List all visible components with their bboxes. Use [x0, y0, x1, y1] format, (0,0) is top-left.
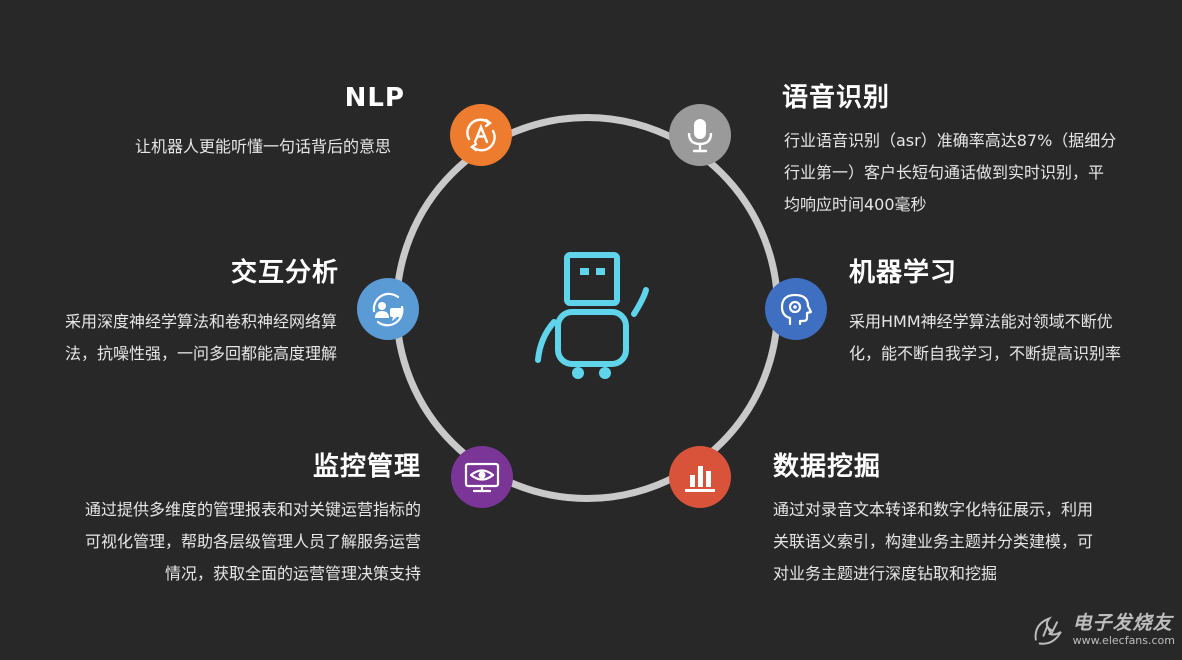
- watermark-url: www.elecfans.com: [1072, 634, 1175, 647]
- mining-node[interactable]: [669, 446, 731, 508]
- robot-icon: [535, 252, 649, 379]
- head-gear-icon: [780, 293, 813, 326]
- monitor-desc: 通过提供多维度的管理报表和对关键运营指标的 可视化管理，帮助各层级管理人员了解服…: [84, 500, 421, 583]
- speech-desc: 行业语音识别（asr）准确率高达87%（据细分 行业第一）客户长短句通话做到实时…: [784, 131, 1117, 214]
- nlp-title: NLP: [344, 83, 405, 113]
- speech-node[interactable]: [669, 104, 731, 166]
- bar-chart-icon: [685, 466, 715, 492]
- speech-title: 语音识别: [782, 83, 891, 113]
- microphone-icon: [687, 119, 713, 153]
- nlp-node[interactable]: [450, 104, 512, 166]
- monitor-node[interactable]: [451, 446, 513, 508]
- mining-desc: 通过对录音文本转译和数字化特征展示，利用 关联语义索引，构建业务主题并分类建模，…: [773, 500, 1094, 583]
- interaction-node[interactable]: [357, 278, 419, 340]
- people-chat-icon: [372, 292, 404, 327]
- nlp-desc: 让机器人更能听懂一句话背后的意思: [134, 137, 391, 156]
- ml-desc: 采用HMM神经学算法能对领域不断优 化，能不断自我学习，不断提高识别率: [849, 312, 1122, 363]
- monitor-title: 监控管理: [312, 452, 421, 482]
- interaction-title: 交互分析: [230, 258, 339, 288]
- letter-a-cycle-icon: [466, 118, 496, 152]
- ml-title: 机器学习: [849, 258, 958, 288]
- interaction-desc: 采用深度神经学算法和卷积神经网络算 法，抗噪性强，一问多回都能高度理解: [64, 312, 337, 363]
- watermark: 电子发烧友 www.elecfans.com: [1030, 606, 1175, 654]
- watermark-name: 电子发烧友: [1072, 612, 1173, 634]
- elecfans-logo-icon: [1034, 616, 1062, 645]
- mining-title: 数据挖掘: [773, 452, 882, 482]
- ml-node[interactable]: [765, 278, 827, 340]
- monitor-eye-icon: [464, 462, 500, 493]
